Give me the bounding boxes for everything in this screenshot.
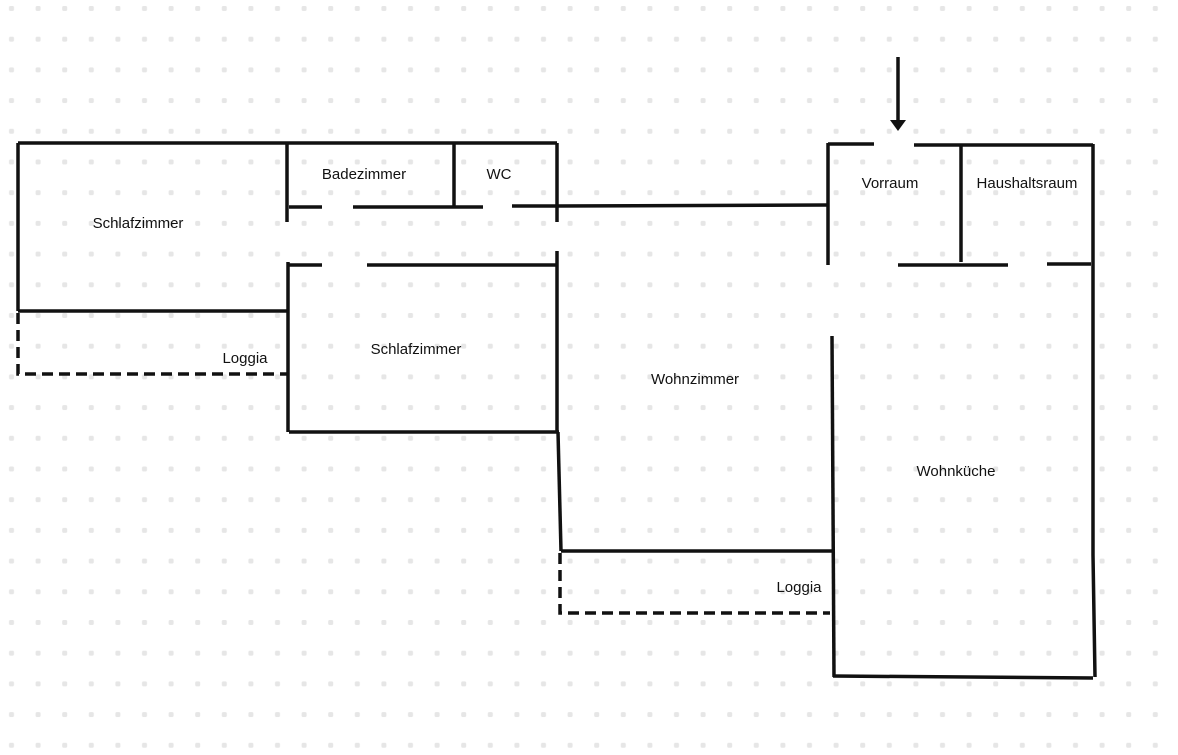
loggia-2-railing <box>558 553 830 615</box>
room-labels: Schlafzimmer Badezimmer WC Vorraum Haush… <box>93 166 1078 596</box>
wall-bottom-right <box>832 674 1094 680</box>
wall-corridor-top-3 <box>512 203 829 208</box>
room-label-loggia-1: Loggia <box>222 350 268 367</box>
room-label-wohnkueche: Wohnküche <box>917 463 996 480</box>
room-label-haushaltsraum: Haushaltsraum <box>977 175 1078 192</box>
room-label-wohnzimmer: Wohnzimmer <box>651 371 739 388</box>
room-label-badezimmer: Badezimmer <box>322 166 406 183</box>
wall-wohnkueche-left <box>830 335 836 678</box>
wall-right <box>1091 144 1097 678</box>
room-label-wc: WC <box>487 166 512 183</box>
entrance-arrow-icon <box>890 57 906 131</box>
room-label-vorraum: Vorraum <box>862 175 919 192</box>
walls <box>16 141 1097 680</box>
room-label-schlafzimmer-1: Schlafzimmer <box>93 215 184 232</box>
room-label-schlafzimmer-2: Schlafzimmer <box>371 341 462 358</box>
room-label-loggia-2: Loggia <box>776 579 822 596</box>
loggia-1-railing <box>16 313 288 376</box>
wall-wohnzimmer-left <box>556 431 563 552</box>
